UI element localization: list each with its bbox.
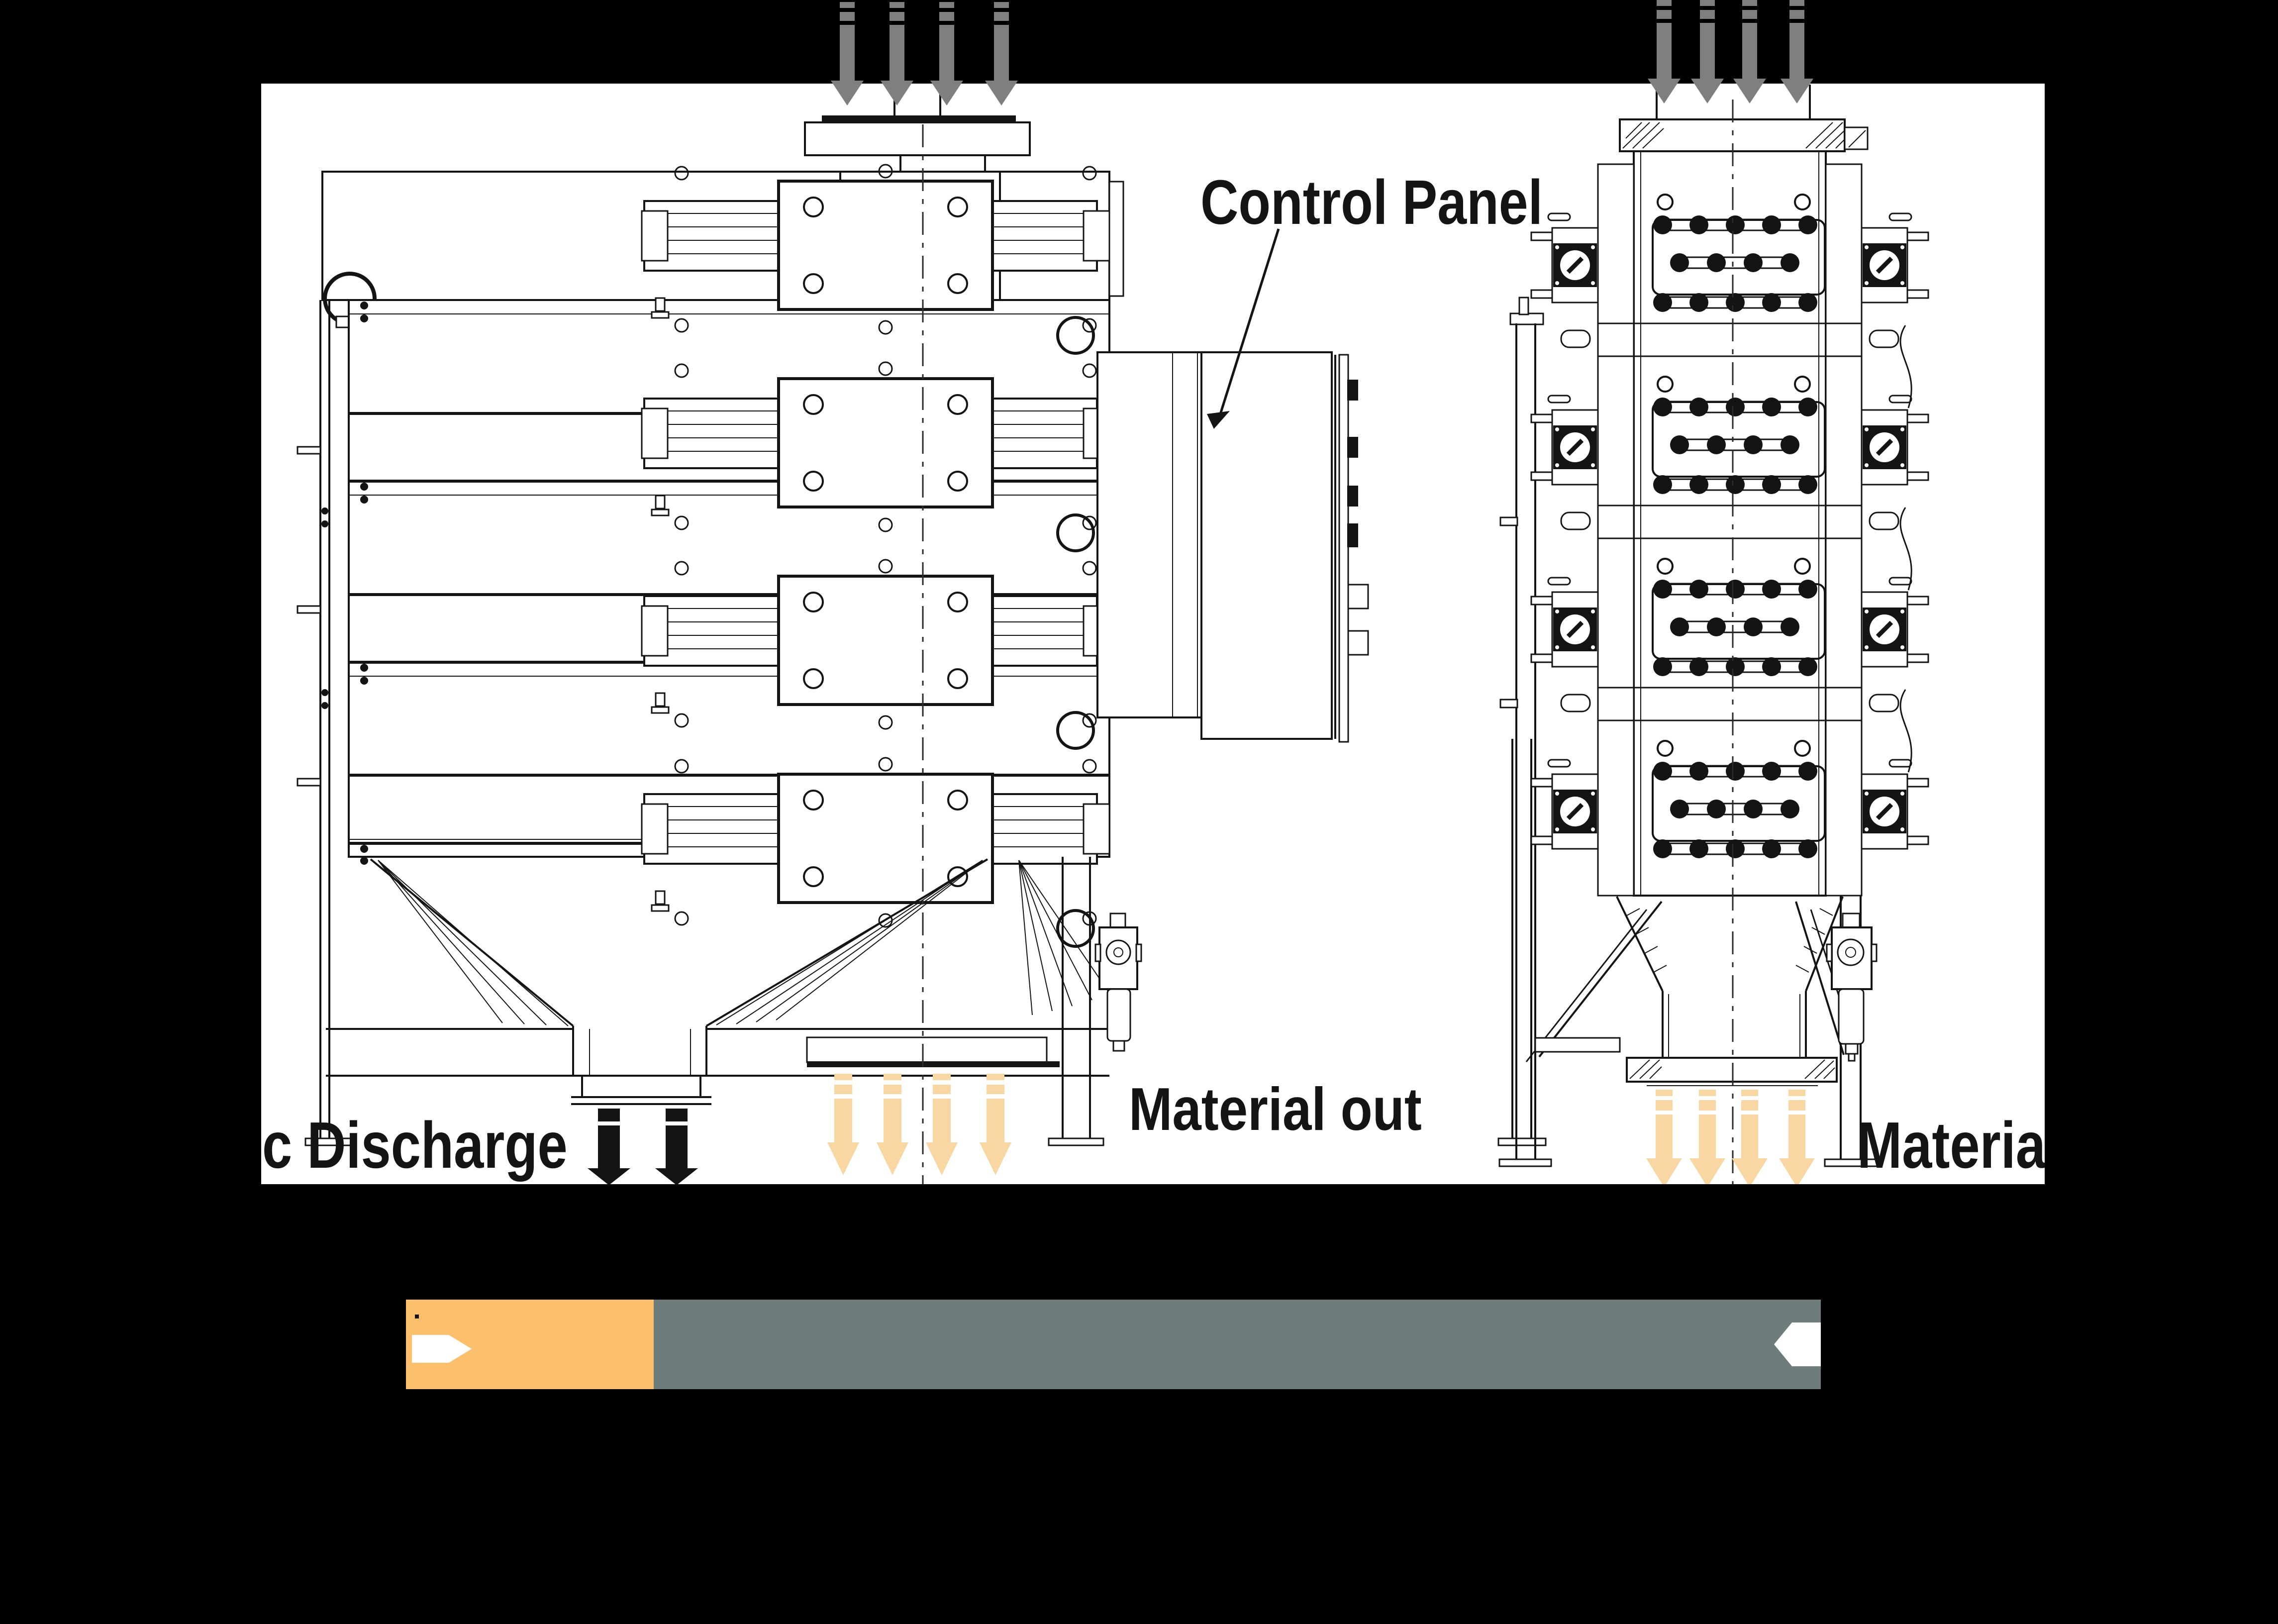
air-filter-regulator	[1094, 913, 1142, 1052]
material-out-tray	[806, 1036, 1048, 1063]
control-panel-label: Control Panel	[1200, 167, 1543, 237]
control-panel-box	[1096, 351, 1369, 743]
right-machine-front-view	[1498, 85, 1928, 1184]
drawing-area: Control Panel c Discharge Material out M…	[261, 84, 2045, 1184]
flow-direction-bar	[406, 1300, 1821, 1389]
air-filter-regulator	[1826, 913, 1878, 1062]
flow-left-arrow-icon	[1774, 1322, 1821, 1366]
material-out-right-arrows	[1646, 1090, 1815, 1184]
stray-dot	[415, 1315, 419, 1319]
left-machine-side-view	[297, 85, 1547, 1184]
magnetic-discharge-arrows	[588, 1109, 698, 1184]
nonmagnetic-fraction-segment	[654, 1300, 1821, 1389]
material-out-left-arrows	[827, 1074, 1011, 1175]
flow-right-arrow-icon	[412, 1335, 472, 1363]
material-out-right-label: Materia	[1857, 1109, 2045, 1182]
magnetic-discharge-label: c Discharge	[262, 1109, 568, 1182]
hopper-fan-lines	[378, 860, 1110, 1026]
control-panel-leader-line	[1207, 228, 1280, 429]
material-out-label: Material out	[1129, 1075, 1422, 1143]
machine-drawing	[297, 85, 2045, 1184]
